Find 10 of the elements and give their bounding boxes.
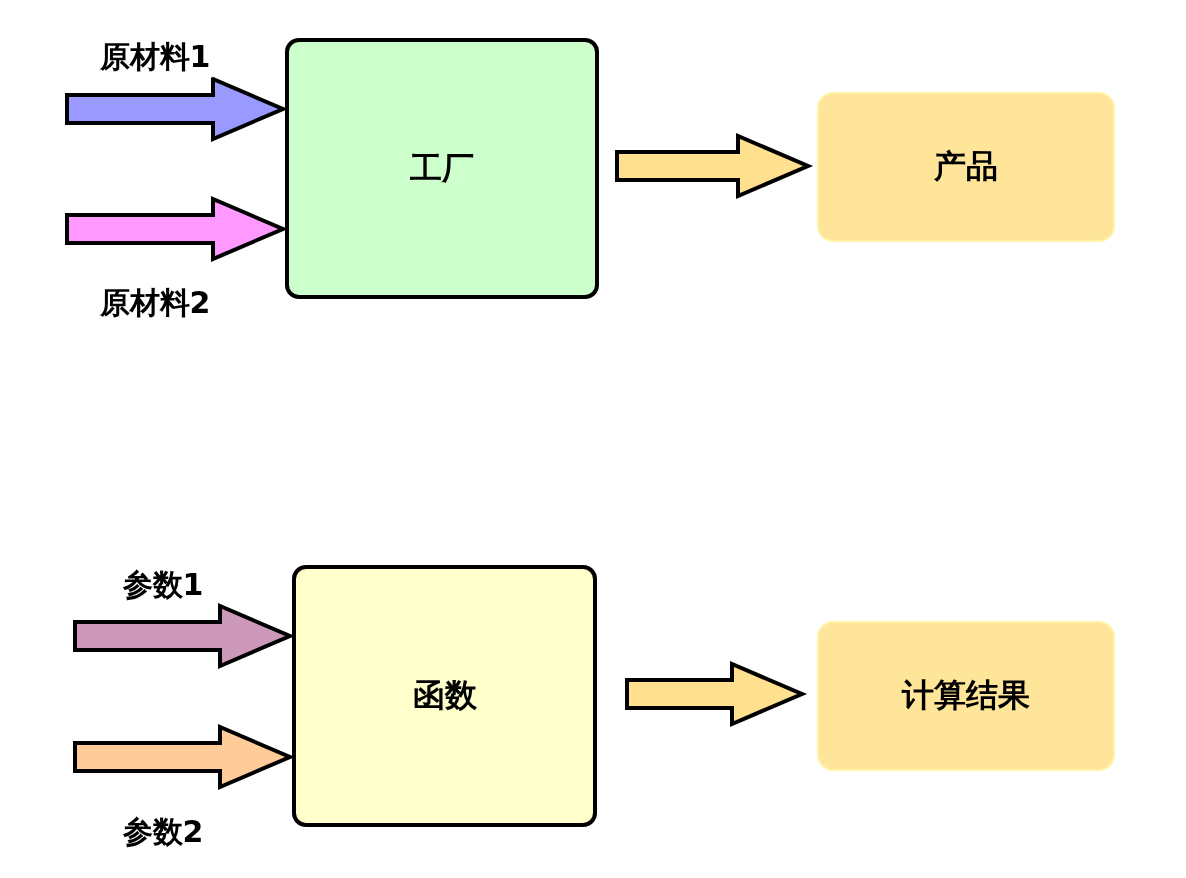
node-label: 函数 [412,675,477,716]
block-arrow [625,660,808,728]
factory-box [285,38,599,299]
node-label: 计算结果 [902,675,1030,716]
node-label: 产品 [934,146,998,187]
product-box [817,92,1115,242]
block-arrow [615,132,814,200]
function-box [292,565,597,827]
result-box [817,621,1115,771]
node-label: 工厂 [410,147,474,189]
